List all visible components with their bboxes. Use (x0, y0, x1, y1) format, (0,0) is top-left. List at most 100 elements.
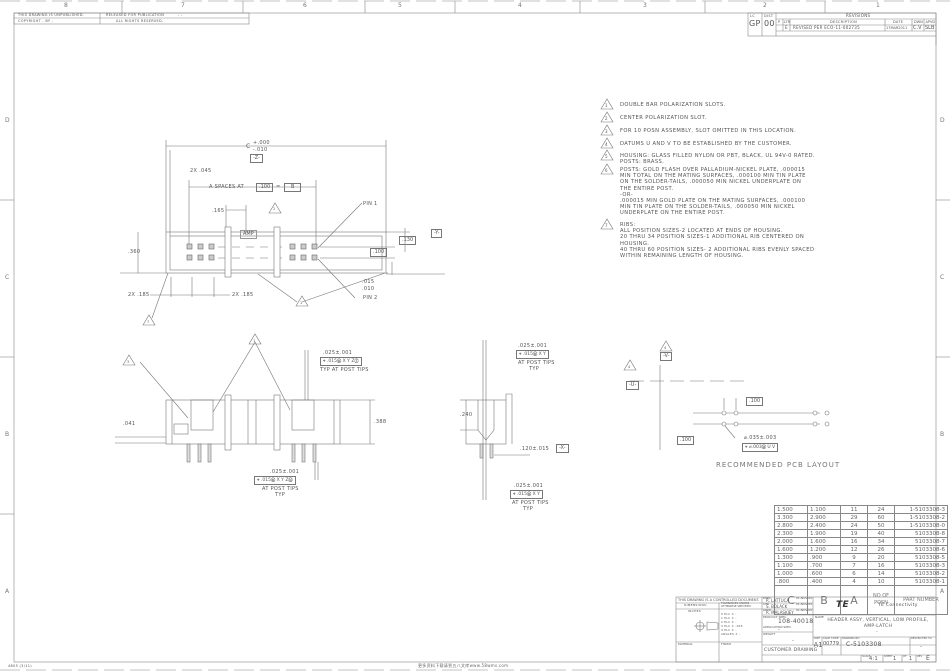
tolerance-line: ANGLES ± - (721, 632, 741, 636)
drawing-no-label: DRAWING NO (842, 637, 860, 641)
tolerance-line: 0 PLC ± - (721, 612, 737, 616)
zone-label: 8 (64, 2, 68, 9)
zone-label: C (5, 274, 10, 281)
form-number: 4805 (3/11) (8, 664, 32, 668)
dim-c: 1.100 (774, 561, 808, 570)
rev-label: REV (917, 655, 923, 659)
controlled-doc: THIS DRAWING IS A CONTROLLED DOCUMENT. (678, 598, 760, 602)
date: 01-NOV-00 (796, 602, 813, 607)
side-fcf-top-typ: TYP (529, 366, 540, 372)
dim-a: 12 (840, 545, 868, 554)
side-fcf-bottom-note: AT POST TIPS (512, 499, 549, 506)
zone-label: 5 (398, 2, 402, 9)
application-spec: - (778, 627, 781, 633)
zone-label: 1 (876, 2, 880, 9)
dim-b: .900 (807, 553, 841, 562)
size-label: SIZE (814, 637, 820, 641)
dim-240: .240 (460, 412, 473, 418)
datum-z: -Z- (250, 153, 263, 163)
dim-c: 1.600 (774, 545, 808, 554)
dim-spacing: .100 (256, 183, 274, 192)
callout-2: 2 (273, 207, 276, 211)
tolerance-line: 4 PLC ± - (721, 628, 737, 632)
rev-header: DATE (893, 20, 904, 24)
dim-a: 29 (840, 513, 868, 522)
weight: - (792, 638, 795, 644)
dim-120: .120±.015 (520, 446, 550, 452)
dim-c: 2.000 (774, 537, 808, 546)
side-dim-025-top: .025±.001 (518, 343, 548, 349)
date: 01-NOV-00 (796, 596, 813, 601)
no-of-posn: 26 (867, 545, 895, 554)
rev-header: P (778, 20, 781, 24)
finish-label: FINISH (721, 642, 731, 646)
dim-b: .400 (807, 577, 841, 586)
callout-3: 3 (127, 360, 130, 364)
revision: E (926, 655, 931, 662)
note-number: 6 (605, 168, 608, 173)
application-spec-label: APPLICATION SPEC (763, 625, 792, 629)
datum-y: -Y- (431, 229, 443, 238)
side-fcf-bottom: ⌖ .015Ⓜ X Y (510, 490, 543, 499)
part-number: 1-5103308-0 (894, 521, 948, 530)
callout-7: 7 (147, 320, 150, 324)
pin-1-label: PIN 1 (363, 201, 378, 207)
pcb-title: RECOMMENDED PCB LAYOUT (716, 461, 841, 469)
top-view (120, 140, 445, 319)
dim-b: 1.100 (807, 505, 841, 514)
no-of-posn: 20 (867, 553, 895, 562)
zone-label: D (940, 117, 945, 124)
amp-logo: AMP (240, 230, 257, 239)
note-number: 1 (605, 103, 608, 108)
sheet-number: 1 (893, 656, 897, 663)
dim-c-tol-plus: +.000 (253, 140, 270, 146)
dim-c: 2.300 (774, 529, 808, 538)
dim-025-bottom: .025±.001 (270, 469, 300, 475)
scale-label: SCALE (862, 655, 871, 659)
dim-185-right: 2X .185 (232, 292, 254, 298)
rev-title: REVISIONS (846, 13, 871, 18)
fcf-bottom-note: AT POST TIPS (262, 485, 299, 492)
pcb-dim-100-left: .100 (677, 436, 695, 445)
header-b: B (807, 585, 841, 615)
part-number: 5103308-6 (894, 545, 948, 554)
revision-block (747, 12, 937, 37)
header-right: - - (178, 13, 183, 17)
dim-c: 3.300 (774, 513, 808, 522)
side-view (460, 340, 530, 500)
side-fcf-bottom-typ: TYP (523, 506, 534, 512)
dim-c: C (246, 143, 251, 150)
no-of-posn: 60 (867, 513, 895, 522)
customer-drawing: CUSTOMER DRAWING (764, 648, 818, 653)
side-fcf-top: ⌖ .015Ⓜ X Y (516, 350, 549, 359)
note-number: 4 (605, 142, 608, 147)
no-of-posn: 16 (867, 561, 895, 570)
dim-b: 1.200 (807, 545, 841, 554)
note-6: POSTS: GOLD FLASH OVER PALLADIUM-NICKEL … (620, 167, 806, 217)
dim-015: .015 (362, 279, 375, 285)
dim-010: .010 (362, 286, 375, 292)
dim-a: 11 (840, 505, 868, 514)
name-label: NAME (815, 615, 824, 619)
zone-label: 2 (763, 2, 767, 9)
zone-label: 6 (303, 2, 307, 9)
header-unpublished: THIS DRAWING IS UNPUBLISHED. (18, 13, 85, 17)
callout-1: 1 (300, 301, 303, 305)
fcf-bottom: ⌖ .015Ⓜ X Y ZⓂ (254, 476, 296, 485)
header-rights: ALL RIGHTS RESERVED. (116, 18, 164, 23)
note-number: 7 (605, 223, 608, 228)
rev-date: 17MAR2011 (886, 26, 908, 30)
parts-table-header: C B A NO OF POSN PART NUMBER (774, 585, 948, 615)
part-number: 1-5103308-2 (894, 513, 948, 522)
callout-1: 1 (253, 339, 256, 343)
datum-u: -U- (626, 381, 640, 390)
part-number: 5103308-2 (894, 569, 948, 578)
dim-025-top: .025±.001 (323, 350, 353, 356)
